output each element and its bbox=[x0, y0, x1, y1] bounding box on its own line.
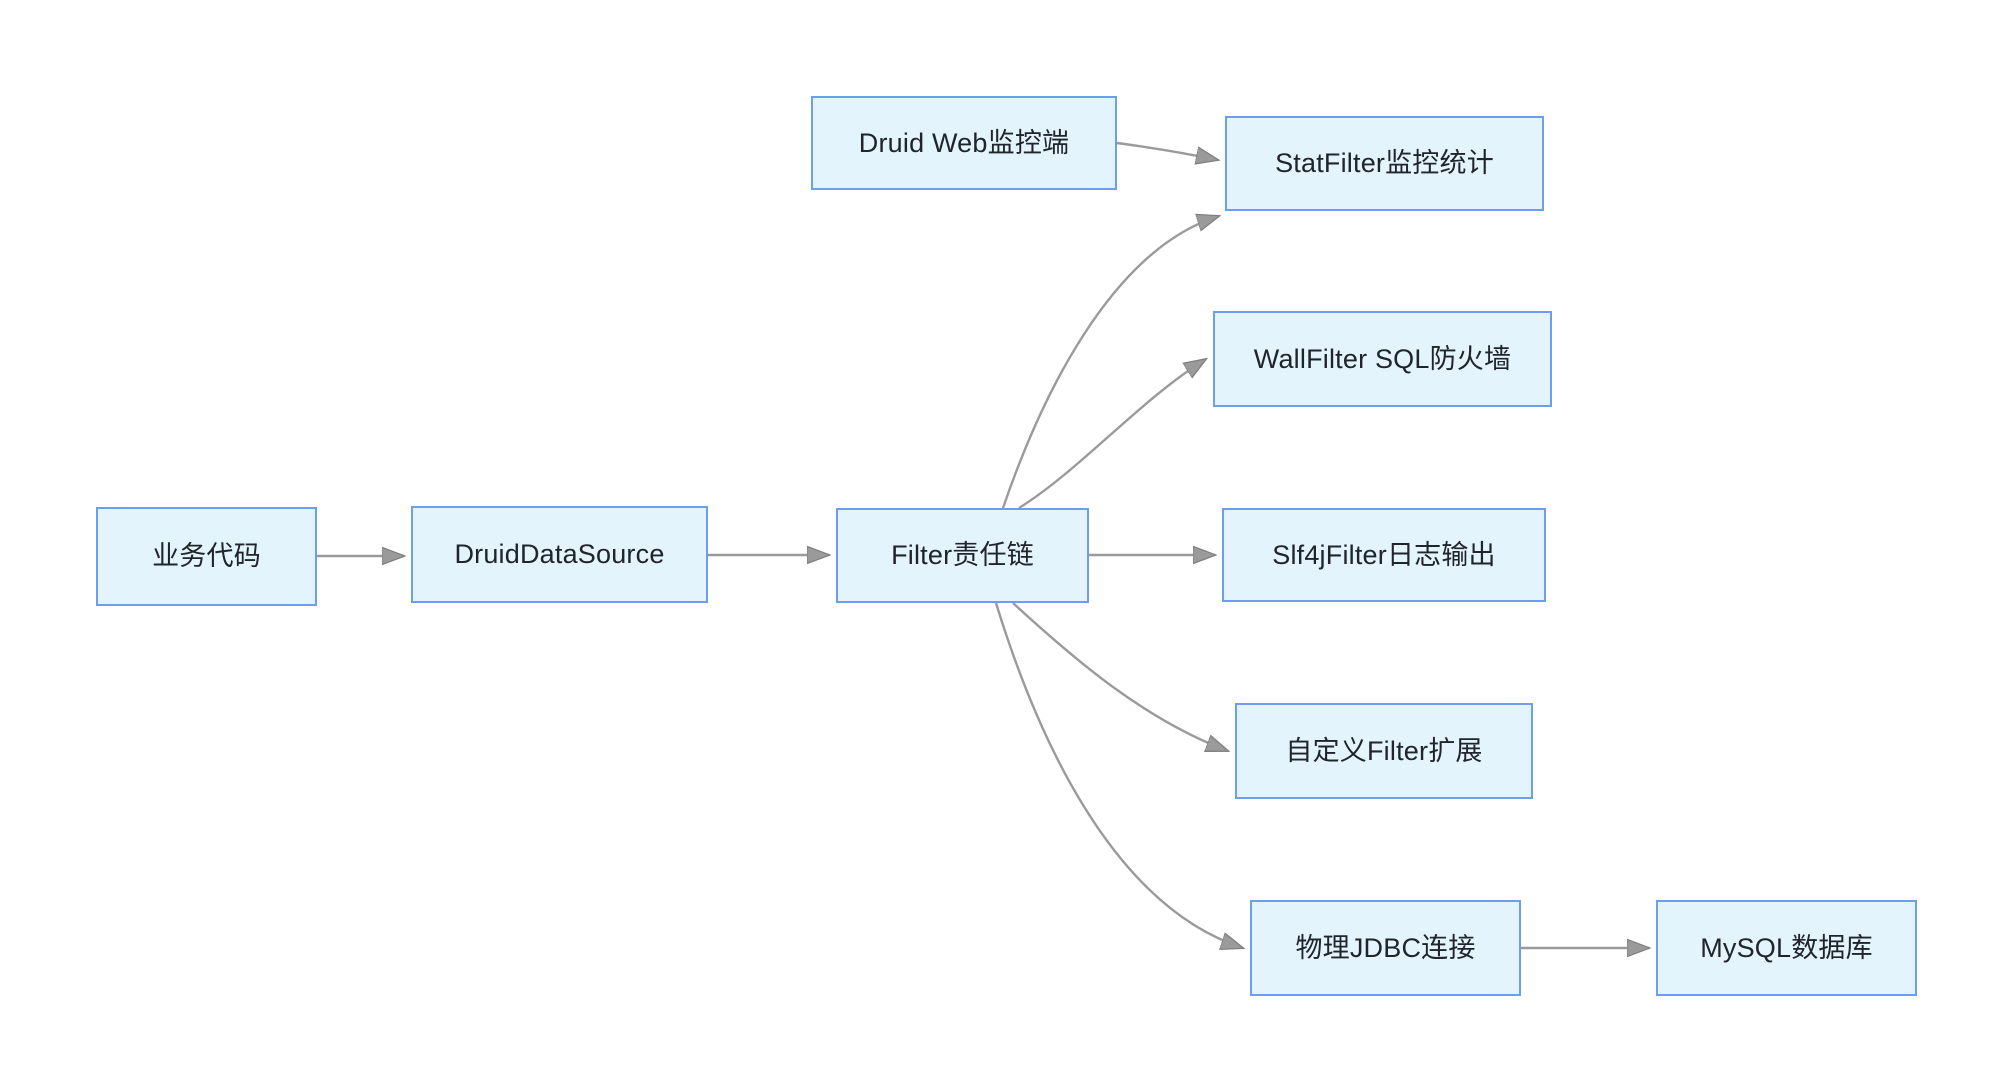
node-druid-datasource[interactable]: DruidDataSource bbox=[411, 506, 708, 603]
node-label-jdbc-connection: 物理JDBC连接 bbox=[1295, 932, 1476, 963]
node-label-mysql-database: MySQL数据库 bbox=[1700, 932, 1873, 963]
edge-filter-chain-to-stat-filter bbox=[1001, 216, 1219, 509]
edge-filter-chain-to-jdbc-connection bbox=[994, 602, 1243, 948]
node-label-druid-web-console: Druid Web监控端 bbox=[858, 127, 1070, 158]
node-wall-filter[interactable]: WallFilter SQL防火墙 bbox=[1213, 311, 1552, 407]
node-druid-web-console[interactable]: Druid Web监控端 bbox=[811, 96, 1117, 190]
node-label-stat-filter: StatFilter监控统计 bbox=[1275, 148, 1494, 179]
node-custom-filter[interactable]: 自定义Filter扩展 bbox=[1235, 703, 1533, 799]
node-label-custom-filter: 自定义Filter扩展 bbox=[1285, 735, 1483, 766]
node-label-druid-datasource: DruidDataSource bbox=[454, 539, 665, 570]
edge-filter-chain-to-wall-filter bbox=[1018, 359, 1206, 510]
edge-filter-chain-to-custom-filter bbox=[1012, 602, 1228, 753]
node-filter-chain[interactable]: Filter责任链 bbox=[836, 508, 1089, 603]
node-mysql-database[interactable]: MySQL数据库 bbox=[1656, 900, 1917, 996]
node-label-slf4j-filter: Slf4jFilter日志输出 bbox=[1272, 539, 1496, 570]
node-stat-filter[interactable]: StatFilter监控统计 bbox=[1225, 116, 1544, 211]
node-label-business-code: 业务代码 bbox=[152, 541, 261, 572]
node-label-wall-filter: WallFilter SQL防火墙 bbox=[1253, 343, 1512, 374]
node-jdbc-connection[interactable]: 物理JDBC连接 bbox=[1250, 900, 1521, 996]
edge-druid-web-to-stat-filter bbox=[1116, 141, 1218, 160]
node-business-code[interactable]: 业务代码 bbox=[96, 507, 317, 606]
node-slf4j-filter[interactable]: Slf4jFilter日志输出 bbox=[1222, 508, 1546, 602]
node-label-filter-chain: Filter责任链 bbox=[891, 540, 1034, 571]
